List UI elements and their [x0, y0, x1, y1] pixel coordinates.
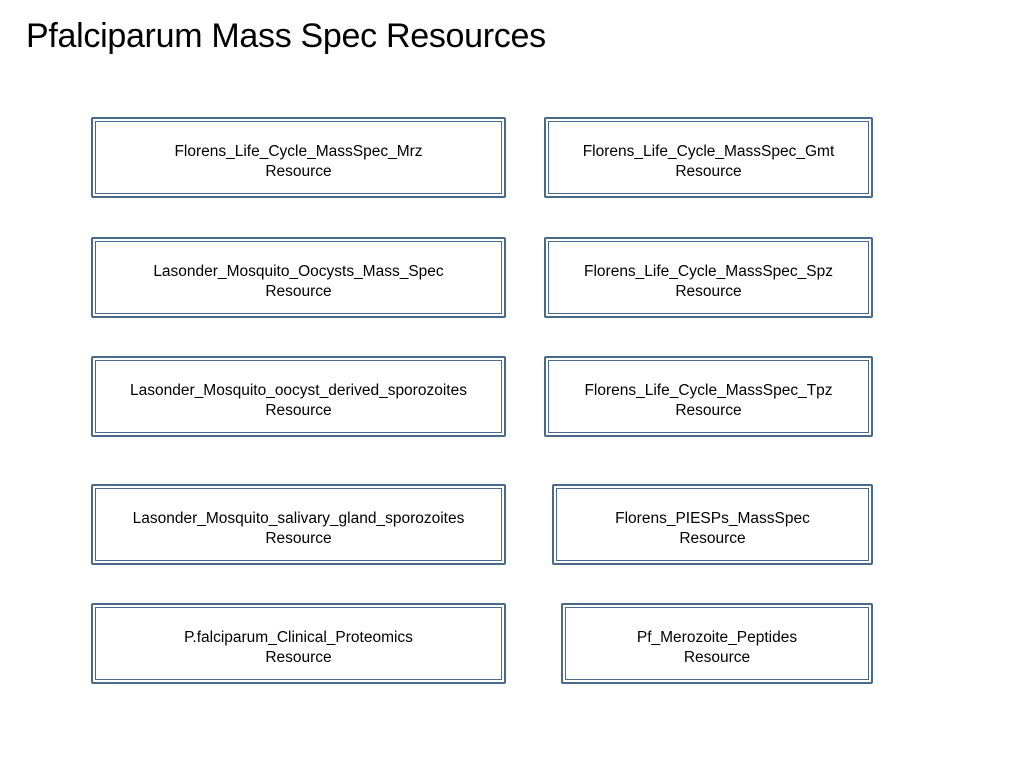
- resource-box-inner: Lasonder_Mosquito_Oocysts_Mass_Spec Reso…: [95, 241, 502, 314]
- resource-name: Lasonder_Mosquito_oocyst_derived_sporozo…: [130, 382, 467, 399]
- resource-type-label: Resource: [683, 649, 751, 666]
- resource-box-inner: Florens_Life_Cycle_MassSpec_Gmt Resource: [548, 121, 869, 194]
- resource-box: Lasonder_Mosquito_oocyst_derived_sporozo…: [91, 356, 506, 437]
- resource-type-label: Resource: [265, 649, 332, 666]
- resource-type-label: Resource: [675, 283, 742, 300]
- resource-box: Florens_Life_Cycle_MassSpec_Tpz Resource: [544, 356, 873, 437]
- resource-name: Florens_Life_Cycle_MassSpec_Spz: [584, 263, 833, 280]
- resource-box: P.falciparum_Clinical_Proteomics Resourc…: [91, 603, 506, 684]
- resource-name: Lasonder_Mosquito_Oocysts_Mass_Spec: [153, 263, 444, 280]
- resource-box: Pf_Merozoite_Peptides Resource: [561, 603, 873, 684]
- resource-type-label: Resource: [265, 163, 332, 180]
- resource-box-inner: Lasonder_Mosquito_oocyst_derived_sporozo…: [95, 360, 502, 433]
- resource-box-inner: Florens_PIESPs_MassSpec Resource: [556, 488, 869, 561]
- resource-type-label: Resource: [679, 530, 746, 547]
- resource-box-inner: Florens_Life_Cycle_MassSpec_Tpz Resource: [548, 360, 869, 433]
- resource-box: Florens_Life_Cycle_MassSpec_Spz Resource: [544, 237, 873, 318]
- resource-name: Florens_Life_Cycle_MassSpec_Mrz: [174, 143, 423, 160]
- resource-name: Florens_PIESPs_MassSpec: [615, 510, 810, 527]
- resource-name: Pf_Merozoite_Peptides: [636, 629, 798, 646]
- page-title: Pfalciparum Mass Spec Resources: [26, 17, 546, 55]
- resource-type-label: Resource: [265, 283, 332, 300]
- resource-box: Lasonder_Mosquito_salivary_gland_sporozo…: [91, 484, 506, 565]
- resource-type-label: Resource: [265, 402, 332, 419]
- resource-box-inner: Florens_Life_Cycle_MassSpec_Mrz Resource: [95, 121, 502, 194]
- resource-name: P.falciparum_Clinical_Proteomics: [184, 629, 413, 646]
- resource-box-inner: P.falciparum_Clinical_Proteomics Resourc…: [95, 607, 502, 680]
- resource-type-label: Resource: [675, 402, 742, 419]
- resource-box: Florens_Life_Cycle_MassSpec_Gmt Resource: [544, 117, 873, 198]
- resource-type-label: Resource: [675, 163, 742, 180]
- resource-box-inner: Lasonder_Mosquito_salivary_gland_sporozo…: [95, 488, 502, 561]
- resource-name: Lasonder_Mosquito_salivary_gland_sporozo…: [132, 510, 465, 527]
- resource-box-inner: Pf_Merozoite_Peptides Resource: [565, 607, 869, 680]
- resource-box: Florens_PIESPs_MassSpec Resource: [552, 484, 873, 565]
- resource-type-label: Resource: [265, 530, 332, 547]
- resource-box-inner: Florens_Life_Cycle_MassSpec_Spz Resource: [548, 241, 869, 314]
- resource-box: Lasonder_Mosquito_Oocysts_Mass_Spec Reso…: [91, 237, 506, 318]
- resource-box: Florens_Life_Cycle_MassSpec_Mrz Resource: [91, 117, 506, 198]
- resource-name: Florens_Life_Cycle_MassSpec_Gmt: [582, 143, 835, 160]
- resource-name: Florens_Life_Cycle_MassSpec_Tpz: [584, 382, 833, 399]
